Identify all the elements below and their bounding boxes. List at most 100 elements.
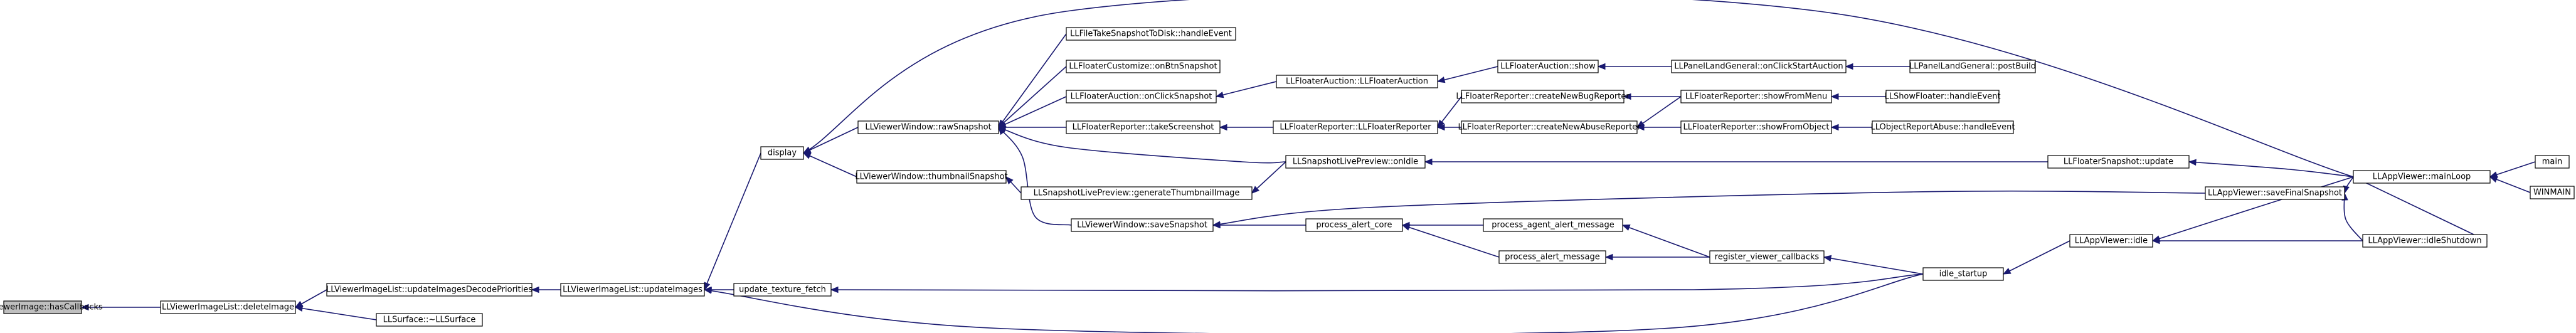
node-box	[3, 300, 82, 314]
node-show-from-object[interactable]: LLFloaterReporter::showFromObject	[1680, 120, 1832, 134]
call-edge	[1219, 124, 1273, 131]
node-box	[2353, 170, 2491, 184]
node-process-alert-message[interactable]: process_alert_message	[1498, 250, 1606, 264]
edge-line	[803, 127, 859, 154]
node-floater-reporter-ctor[interactable]: LLFloaterReporter::LLFloaterReporter	[1273, 120, 1438, 134]
call-edge	[2489, 176, 2531, 193]
edge-arrowhead	[1437, 119, 1445, 129]
edge-arrowhead	[294, 305, 304, 312]
node-box	[857, 120, 999, 134]
edge-arrowhead	[703, 287, 713, 294]
node-label: LLFloaterCustomize::onBtnSnapshot	[1069, 62, 1217, 71]
node-label: LLAppViewer::idle	[2075, 236, 2148, 246]
node-update-images[interactable]: LLViewerImageList::updateImages	[560, 283, 705, 297]
call-edge	[2353, 176, 2488, 241]
node-label: LLFloaterReporter::showFromMenu	[1685, 92, 1827, 102]
node-box	[1285, 155, 1426, 169]
call-edge	[1597, 63, 1672, 70]
edge-arrowhead	[80, 304, 89, 311]
node-box	[1461, 120, 1638, 134]
node-create-new-bug[interactable]: LLFloaterReporter::createNewBugReporter	[1456, 90, 1630, 103]
node-label: LLObjectReportAbuse::handleEvent	[1871, 123, 2015, 132]
call-edge	[1215, 81, 1277, 98]
node-generate-thumbnail[interactable]: LLSnapshotLivePreview::generateThumbnail…	[1020, 186, 1253, 200]
call-edge	[997, 96, 1067, 128]
node-floater-auction-show[interactable]: LLFloaterAuction::show	[1497, 60, 1599, 73]
node-main-loop[interactable]: LLAppViewer::mainLoop	[2353, 170, 2491, 184]
node-snapshot-preview-onidle[interactable]: LLSnapshotLivePreview::onIdle	[1285, 155, 1426, 169]
node-save-snapshot[interactable]: LLViewerWindow::saveSnapshot	[1071, 218, 1214, 232]
node-save-final-snapshot[interactable]: LLAppViewer::saveFinalSnapshot	[2205, 186, 2345, 200]
node-box	[1461, 90, 1625, 103]
edge-arrowhead	[1636, 124, 1645, 131]
node-label: LLViewerImageList::deleteImage	[162, 303, 294, 312]
node-box	[1020, 186, 1253, 200]
node-object-report-abuse[interactable]: LLObjectReportAbuse::handleEvent	[1871, 120, 2015, 134]
node-panel-land-postbuild[interactable]: LLPanelLandGeneral::postBuild	[1909, 60, 2036, 73]
node-show-floater-handle[interactable]: LLShowFloater::handleEvent	[1884, 90, 2001, 103]
node-app-idle[interactable]: LLAppViewer::idle	[2069, 234, 2153, 248]
edge-arrowhead	[1623, 93, 1631, 100]
call-edge	[802, 0, 2354, 177]
node-box	[1066, 90, 1217, 103]
node-box	[1483, 218, 1623, 232]
call-edge	[1212, 190, 2206, 228]
edge-arrowhead	[1604, 253, 1613, 261]
node-floater-auction-ctor[interactable]: LLFloaterAuction::LLFloaterAuction	[1276, 75, 1438, 88]
edge-line	[998, 96, 1067, 128]
node-update-decode[interactable]: LLViewerImageList::updateImagesDecodePri…	[326, 283, 533, 297]
edge-arrowhead	[1401, 224, 1411, 231]
call-edge	[998, 33, 1067, 129]
node-process-agent-alert[interactable]: process_agent_alert_message	[1483, 218, 1623, 232]
node-floater-snapshot-update[interactable]: LLFloaterSnapshot::update	[2047, 155, 2190, 169]
node-create-new-abuse[interactable]: LLFloaterReporter::createNewAbuseReporte…	[1458, 120, 1641, 134]
edge-line	[998, 66, 1067, 128]
edge-arrowhead	[1830, 124, 1839, 131]
call-edge	[294, 289, 327, 308]
node-label: LLPanelLandGeneral::onClickStartAuction	[1674, 62, 1843, 71]
node-thumbnail-snapshot[interactable]: LLViewerWindow::thumbnailSnapshot	[855, 170, 1008, 184]
call-edge	[1636, 124, 1681, 131]
call-edge	[2002, 240, 2070, 275]
edge-line	[704, 273, 1924, 333]
edge-line	[295, 307, 377, 320]
node-reporter-take-screenshot[interactable]: LLFloaterReporter::takeScreenshot	[1066, 120, 1221, 134]
edge-line	[998, 33, 1067, 128]
node-label: LLFloaterAuction::LLFloaterAuction	[1286, 77, 1428, 87]
node-customize-snapshot[interactable]: LLFloaterCustomize::onBtnSnapshot	[1066, 60, 1221, 73]
node-box	[1671, 60, 1847, 73]
node-idle-shutdown[interactable]: LLAppViewer::idleShutdown	[2362, 234, 2488, 248]
node-register-viewer-callbacks[interactable]: register_viewer_callbacks	[1709, 250, 1825, 264]
node-box	[1885, 90, 2000, 103]
call-nodes: LLViewerImage::hasCallbacks LLViewerImage…	[0, 27, 2575, 327]
call-edge	[1005, 176, 1022, 194]
node-process-alert-core[interactable]: process_alert_core	[1305, 218, 1403, 232]
node-label: process_alert_core	[1316, 221, 1392, 230]
node-show-from-menu[interactable]: LLFloaterReporter::showFromMenu	[1680, 90, 1832, 103]
call-edge	[1251, 161, 1286, 194]
edge-line	[1212, 190, 2206, 226]
node-auction-on-click[interactable]: LLFloaterAuction::onClickSnapshot	[1066, 90, 1217, 103]
node-llsurface-dtor[interactable]: LLSurface::~LLSurface	[376, 313, 483, 327]
node-has-callbacks: LLViewerImage::hasCallbacks	[0, 300, 103, 314]
edge-line	[2152, 176, 2354, 241]
node-label: LLAppViewer::mainLoop	[2373, 172, 2471, 182]
node-update-texture-fetch[interactable]: update_texture_fetch	[733, 283, 832, 297]
call-edge	[531, 286, 561, 293]
node-display[interactable]: display	[760, 146, 804, 160]
node-raw-snapshot[interactable]: LLViewerWindow::rawSnapshot	[857, 120, 999, 134]
node-main[interactable]: main	[2535, 155, 2570, 169]
edge-line	[998, 127, 1072, 226]
node-box	[1066, 120, 1221, 134]
node-label: LLViewerWindow::thumbnailSnapshot	[855, 172, 1007, 182]
node-idle-startup[interactable]: idle_startup	[1922, 267, 2004, 281]
edge-arrowhead	[1219, 124, 1227, 131]
call-edge	[1830, 124, 1872, 131]
node-delete-image[interactable]: LLViewerImageList::deleteImage	[160, 300, 296, 314]
node-file-take-snapshot[interactable]: LLFileTakeSnapshotToDisk::handleEvent	[1066, 27, 1236, 41]
node-winmain[interactable]: WINMAIN	[2530, 186, 2575, 199]
edge-arrowhead	[2489, 176, 2498, 183]
node-panel-land-onclick[interactable]: LLPanelLandGeneral::onClickStartAuction	[1671, 60, 1847, 73]
edge-line	[2343, 193, 2363, 241]
edge-arrowhead	[1830, 93, 1839, 100]
